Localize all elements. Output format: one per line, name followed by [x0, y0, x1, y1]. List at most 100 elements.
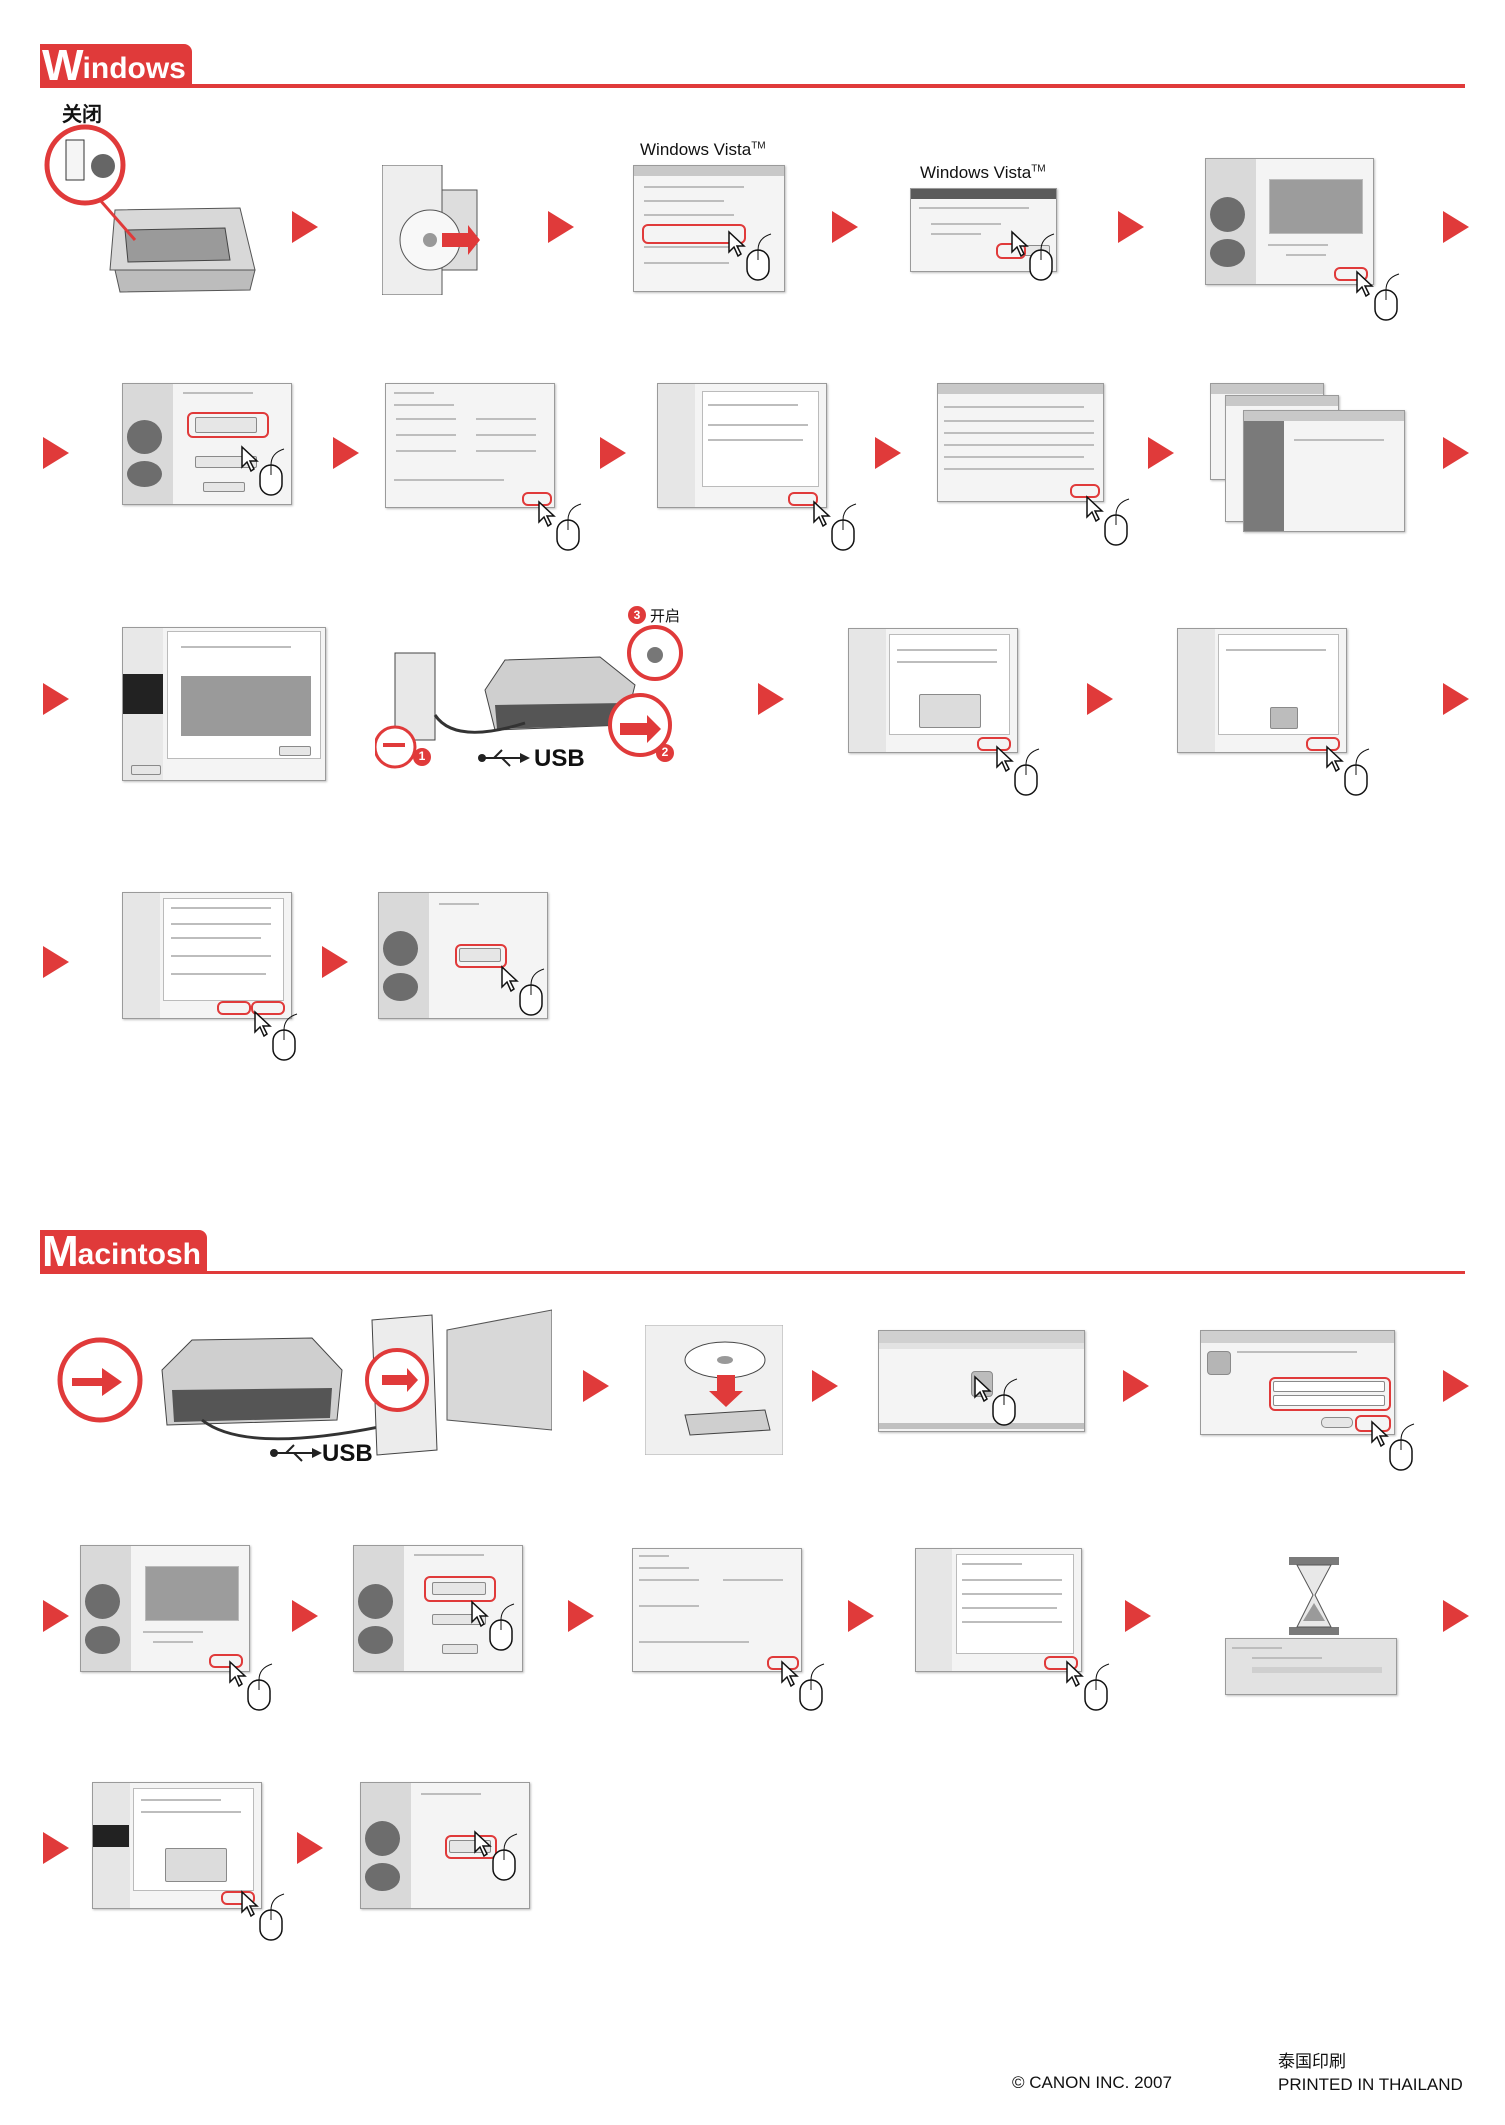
flower-graphic: [1210, 239, 1246, 267]
side-menu: [916, 1549, 953, 1671]
step-arrow: [583, 1370, 609, 1402]
side-menu: [849, 629, 886, 752]
windows-vista-caption: Windows VistaTM: [920, 163, 1046, 183]
world-map-panel: [1269, 179, 1363, 234]
printer-graphic: [1270, 707, 1298, 729]
highlight-yes: [788, 492, 818, 506]
mac-finder-window-screenshot: [878, 1330, 1085, 1432]
license-agreement-screenshot: [937, 383, 1104, 502]
step-arrow: [43, 683, 69, 715]
usb-symbol: [270, 1444, 322, 1462]
title-bar: [1226, 396, 1338, 406]
trademark-mark: TM: [751, 140, 766, 152]
text-line: [414, 1554, 484, 1556]
title-bar: [634, 166, 784, 176]
text-line: [394, 479, 504, 481]
progress-bar-shot: [1252, 1667, 1382, 1673]
mac-print-head-alignment-screenshot: [92, 1782, 262, 1909]
side-graphic: [361, 1783, 412, 1908]
text-line: [644, 186, 744, 188]
step-arrow: [568, 1600, 594, 1632]
text-line: [394, 404, 454, 406]
text-line: [897, 649, 997, 651]
mouse-icon: [240, 445, 288, 497]
side-graphic: [354, 1546, 405, 1671]
flower-graphic: [85, 1583, 121, 1619]
power-on-label: 开启: [650, 608, 681, 625]
mouse-icon: [537, 500, 585, 552]
highlight-disagree: [251, 1001, 285, 1015]
side-graphic: [1244, 421, 1284, 531]
text-line: [708, 404, 798, 406]
step-arrow: [43, 1600, 69, 1632]
highlight-allow: [996, 243, 1026, 259]
text-line: [962, 1563, 1022, 1565]
highlight-credentials: [1269, 1377, 1391, 1411]
step-arrow: [43, 437, 69, 469]
flower-graphic: [127, 420, 163, 454]
text-line: [962, 1621, 1062, 1623]
install-menu-screenshot: [122, 383, 292, 505]
text-line: [962, 1579, 1062, 1581]
restart-button-shot: [459, 948, 501, 962]
title-bar: [938, 384, 1103, 394]
step-arrow: [1123, 1370, 1149, 1402]
cd-insert-illustration: [382, 165, 480, 295]
text-line: [396, 418, 456, 420]
step-arrow: [1443, 437, 1469, 469]
text-line: [962, 1593, 1062, 1595]
text-line: [639, 1605, 699, 1607]
alignment-graphic: [165, 1848, 227, 1882]
flower-graphic: [365, 1863, 401, 1891]
text-line: [396, 450, 456, 452]
license-note-screenshot: [657, 383, 827, 508]
mouse-icon: [228, 1660, 276, 1712]
step-arrow: [292, 211, 318, 243]
text-line: [396, 434, 456, 436]
easy-install-button-shot: [432, 1582, 486, 1595]
step-arrow: [292, 1600, 318, 1632]
text-line: [171, 955, 271, 957]
cd-insert-photo: [382, 165, 482, 295]
mouse-icon: [973, 1375, 1021, 1427]
install-complete-screenshot: [1177, 628, 1347, 753]
windows-vista-caption-text: Windows Vista: [640, 140, 752, 159]
flower-graphic: [358, 1583, 394, 1619]
step-arrow: [758, 683, 784, 715]
mac-authenticate-screenshot: [1200, 1330, 1395, 1435]
text-line: [644, 246, 739, 248]
text-line: [476, 434, 536, 436]
print-head-alignment-screenshot: [848, 628, 1018, 753]
text-line: [394, 392, 434, 394]
highlight-restart: [455, 944, 507, 968]
text-line: [1252, 1657, 1322, 1659]
flower-graphic: [127, 460, 163, 488]
license-panel: [955, 1553, 1075, 1654]
text-line: [944, 432, 1094, 434]
highlight-yes: [1044, 1656, 1078, 1670]
usb-connect-photo: 1 2 3: [375, 605, 690, 780]
mac-restart-screenshot: [360, 1782, 530, 1909]
mouse-icon: [1085, 495, 1133, 547]
text-line: [93, 1825, 129, 1847]
mouse-icon: [500, 965, 548, 1017]
mouse-icon: [1355, 270, 1403, 322]
text-line: [639, 1579, 699, 1581]
text-line: [123, 674, 163, 714]
highlight-next: [209, 1654, 243, 1668]
highlight-run-msetup: [642, 224, 746, 244]
text-line: [944, 444, 1094, 446]
exit-button-shot: [203, 482, 245, 492]
mac-usb-connect-illustration: [57, 1309, 552, 1462]
step-number: 3: [633, 608, 641, 622]
printer-power-photo: [40, 120, 265, 305]
title-bar: [911, 189, 1056, 199]
step-arrow: [548, 211, 574, 243]
flower-graphic: [85, 1626, 121, 1654]
cancel-button-shot: [279, 746, 311, 756]
text-line: [639, 1641, 749, 1643]
windows-banner-initial: W: [42, 41, 84, 90]
scroll-bar: [879, 1423, 1084, 1429]
step-arrow: [43, 946, 69, 978]
step-arrow: [1443, 1600, 1469, 1632]
